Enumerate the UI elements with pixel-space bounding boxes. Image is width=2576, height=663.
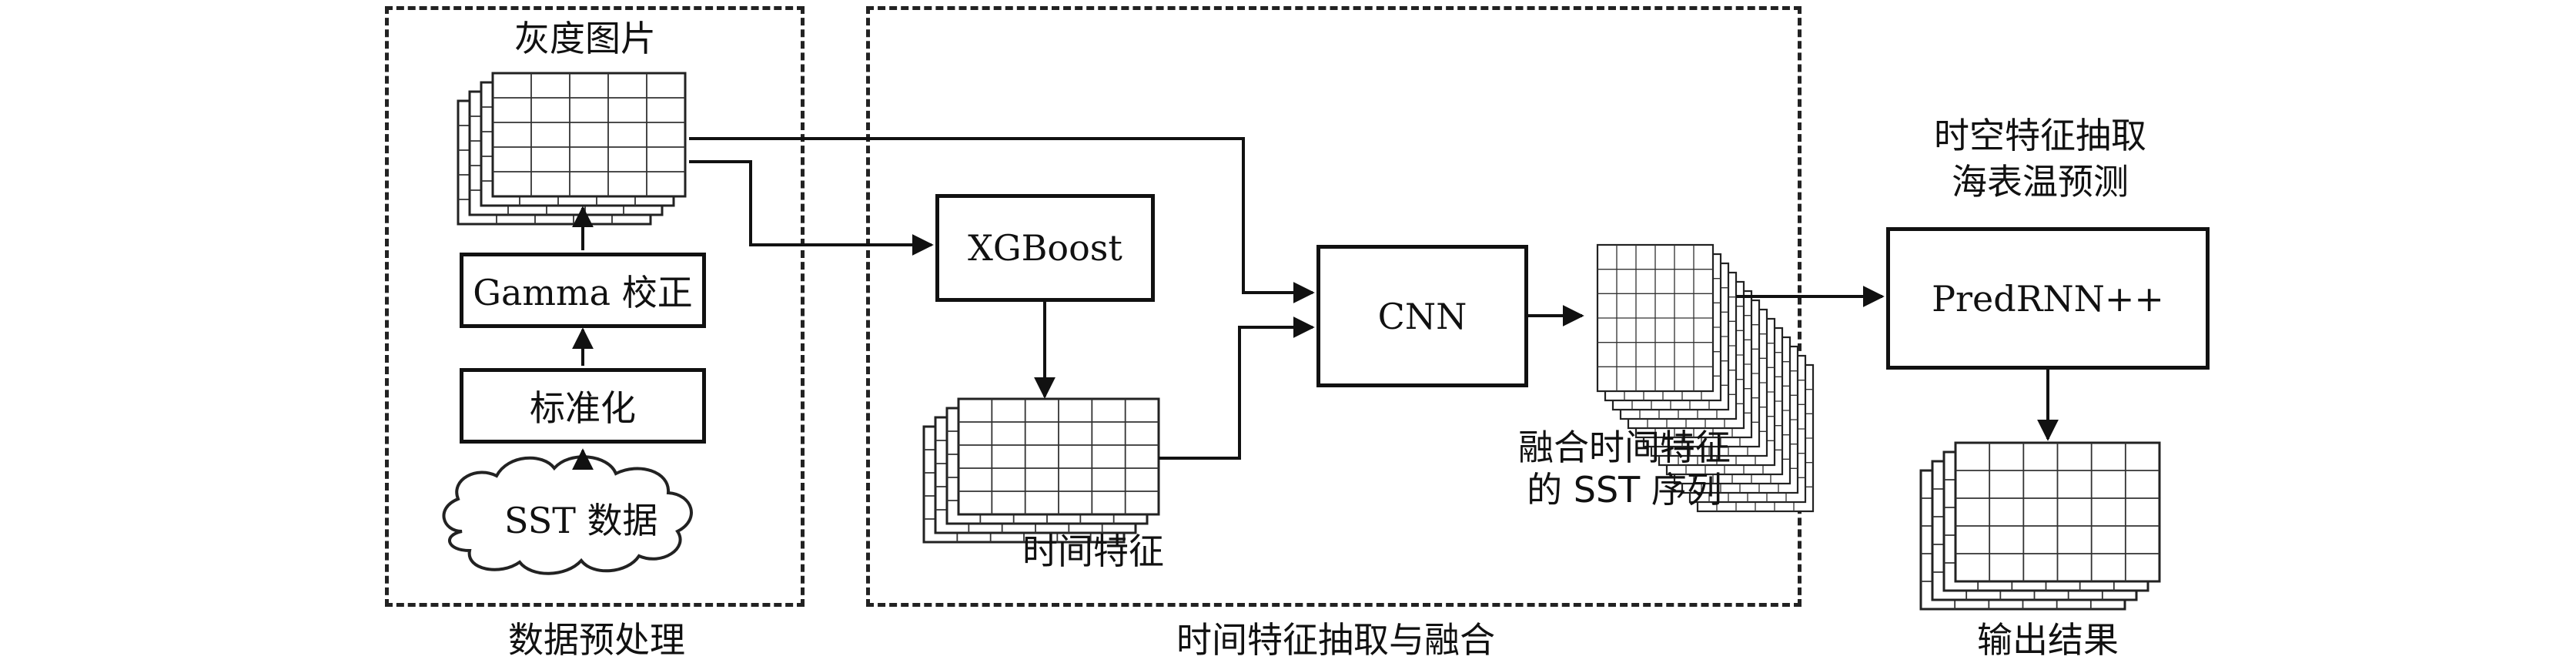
prediction-title-line1: 时空特征抽取 xyxy=(1934,115,2146,156)
sst-data-label: SST 数据 xyxy=(504,500,658,541)
grayscale-image-stack-icon xyxy=(457,72,687,226)
fused-sequence-label-line2: 的 SST 序列 xyxy=(1527,469,1722,511)
xgboost-box: XGBoost xyxy=(935,194,1155,302)
fused-sequence-label-line1: 融合时间特征 xyxy=(1518,427,1731,468)
arrow-time-feature-to-cnn xyxy=(1159,316,1315,460)
predrnn-box: PredRNN++ xyxy=(1886,227,2210,370)
output-result-label: 输出结果 xyxy=(1977,619,2119,661)
grid-layer xyxy=(491,72,687,198)
output-result-stack-icon xyxy=(1919,441,2161,611)
grayscale-image-label: 灰度图片 xyxy=(514,18,656,59)
arrow-gray-to-xgboost xyxy=(689,160,934,256)
fused-sst-sequence-icon xyxy=(1596,243,1815,513)
preprocess-region xyxy=(385,6,805,607)
temporal-region xyxy=(866,6,1802,607)
time-feature-stack-icon xyxy=(922,397,1160,544)
normalization-box: 标准化 xyxy=(460,368,706,444)
prediction-title-line2: 海表温预测 xyxy=(1952,161,2129,203)
time-feature-label: 时间特征 xyxy=(1022,531,1164,572)
cnn-box: CNN xyxy=(1316,245,1528,387)
preprocess-region-label: 数据预处理 xyxy=(508,619,685,661)
gamma-correction-box: Gamma 校正 xyxy=(460,253,706,328)
temporal-region-label: 时间特征抽取与融合 xyxy=(1176,619,1495,661)
arrow-gray-to-cnn xyxy=(689,137,1315,303)
sst-data-cloud-icon xyxy=(442,455,693,575)
